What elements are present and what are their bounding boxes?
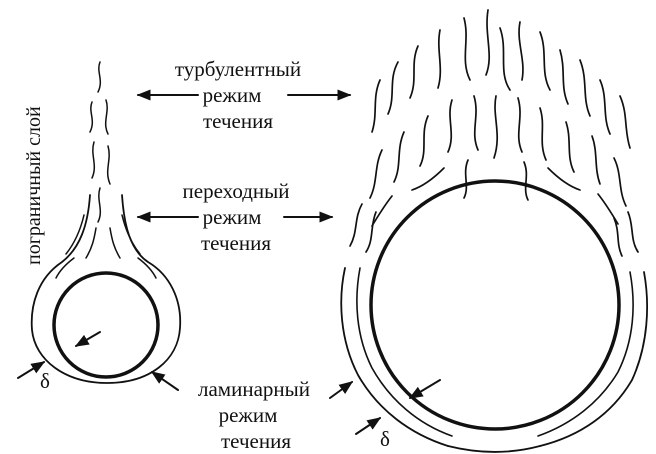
transitional-line3: течения xyxy=(201,231,271,255)
small-laminar-arrow xyxy=(152,372,178,390)
large-laminar-arrow xyxy=(330,382,352,398)
side-label-boundary-layer: пограничный слой xyxy=(23,106,45,265)
turbulent-line1: турбулентный xyxy=(175,57,301,81)
large-delta-label: δ xyxy=(380,427,390,451)
small-inner-arrow xyxy=(76,332,100,346)
small-cylinder xyxy=(54,273,158,377)
laminar-line3: течения xyxy=(221,429,291,453)
small-boundary-layer-outline xyxy=(32,195,181,383)
turbulent-line3: течения xyxy=(203,109,273,133)
transitional-line2: режим xyxy=(203,205,262,229)
turbulent-line2: режим xyxy=(203,83,262,107)
turbulent-label-group: турбулентный режим течения xyxy=(138,57,350,133)
laminar-label-group: ламинарный режим течения xyxy=(198,377,310,453)
large-boundary-layer-right xyxy=(540,272,647,446)
transitional-line1: переходный xyxy=(183,179,290,203)
large-cylinder xyxy=(371,181,619,429)
large-inner-arrow xyxy=(410,380,440,398)
large-cylinder-group: δ xyxy=(330,10,647,452)
large-wake-streaks xyxy=(350,10,638,256)
large-boundary-layer-bottom xyxy=(448,446,540,452)
laminar-line2: режим xyxy=(219,403,278,427)
small-delta-label: δ xyxy=(40,369,50,393)
transitional-label-group: переходный режим течения xyxy=(138,179,332,255)
large-delta-arrow xyxy=(356,418,380,434)
laminar-line1: ламинарный xyxy=(198,377,310,401)
